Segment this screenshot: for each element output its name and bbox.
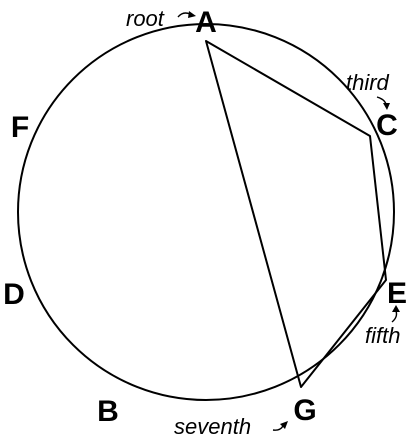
chord-polygon xyxy=(205,40,387,388)
interval-label-seventh: seventh xyxy=(174,414,251,439)
interval-label-fifth: fifth xyxy=(365,323,400,348)
seventh-arrow-icon xyxy=(272,421,288,431)
note-label-a: A xyxy=(195,6,217,39)
note-label-f: F xyxy=(11,111,29,144)
note-label-e: E xyxy=(387,277,407,310)
note-label-g: G xyxy=(293,394,316,427)
interval-label-third: third xyxy=(346,70,390,95)
root-arrow-icon xyxy=(177,11,196,18)
note-label-b: B xyxy=(97,395,119,428)
note-label-c: C xyxy=(376,109,398,142)
interval-label-root: root xyxy=(126,6,165,31)
third-arrow-icon xyxy=(376,96,390,110)
fifth-arrow-icon xyxy=(391,305,400,323)
note-circle xyxy=(17,23,395,401)
note-label-d: D xyxy=(3,278,25,311)
